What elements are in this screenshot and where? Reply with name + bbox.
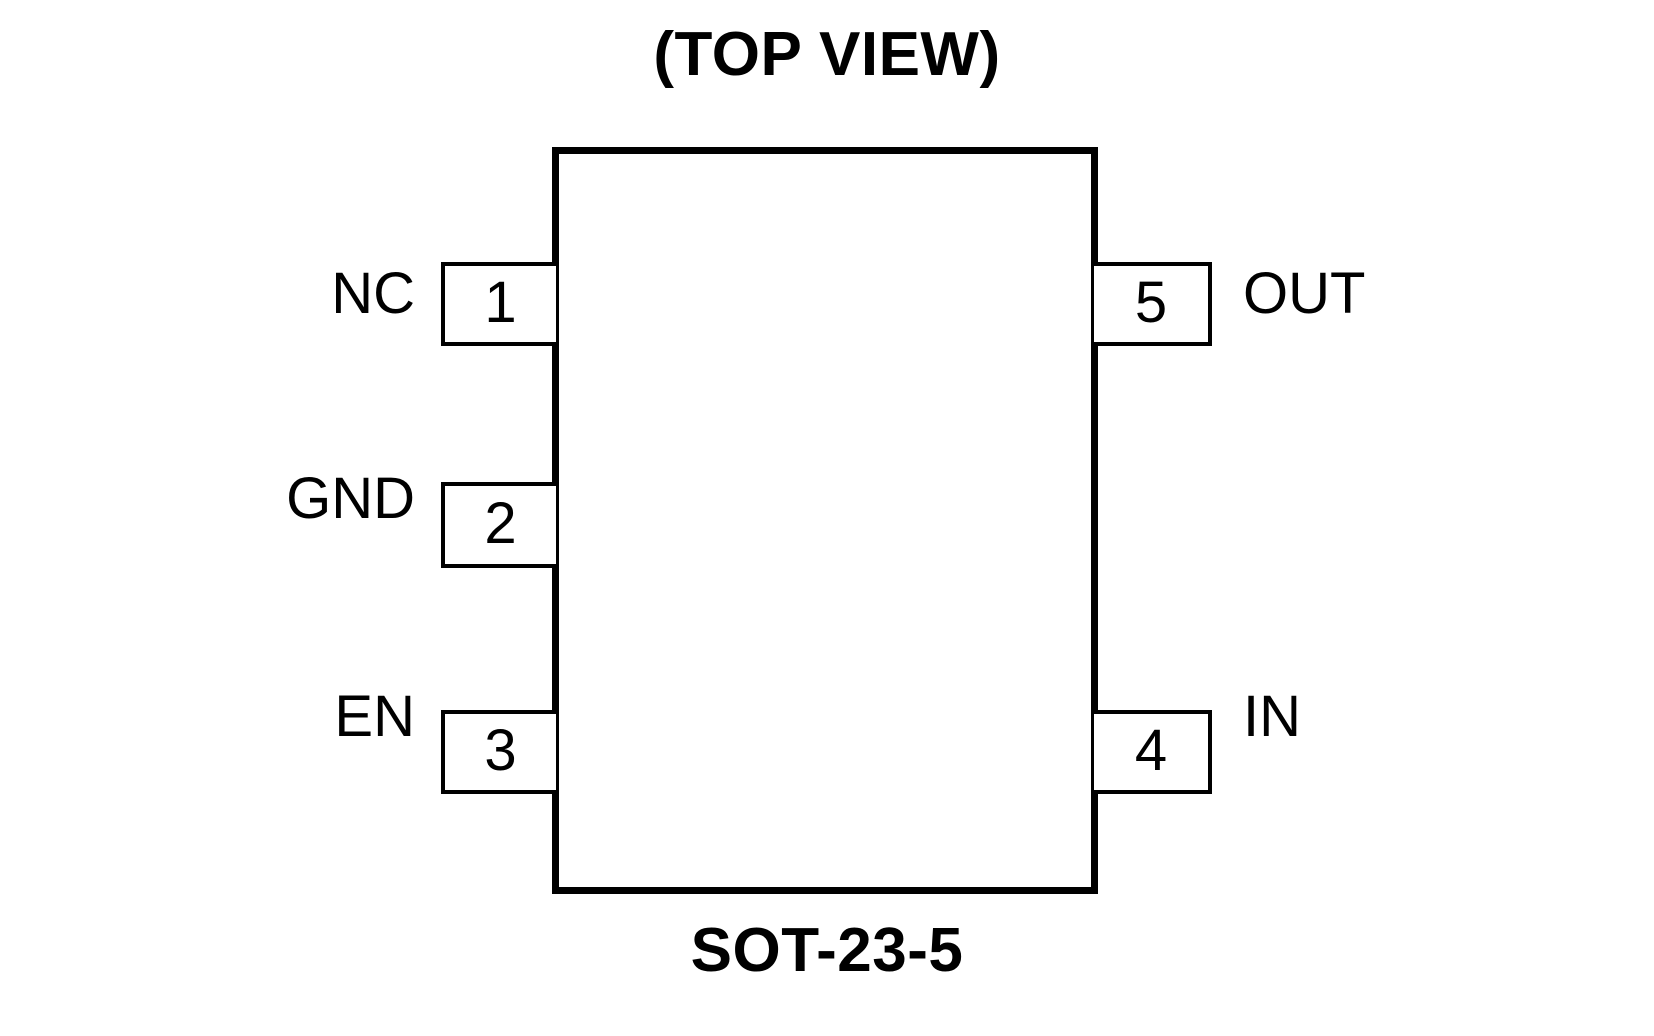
pin-pad-3: 3 [441, 710, 556, 794]
pin-label-nc: NC [331, 261, 415, 326]
pin-pad-1: 1 [441, 262, 556, 346]
pin-pad-4: 4 [1094, 710, 1212, 794]
view-title: (TOP VIEW) [653, 20, 1001, 89]
pin-label-out: OUT [1243, 261, 1366, 326]
pin-label-en: EN [334, 684, 415, 749]
pin-pad-2: 2 [441, 482, 556, 568]
pin-label-in: IN [1243, 684, 1301, 749]
package-body-outline [552, 147, 1098, 894]
pin-number-4: 4 [1134, 718, 1168, 783]
package-title: SOT-23-5 [690, 916, 964, 985]
pin-number-3: 3 [484, 718, 517, 783]
pin-label-gnd: GND [286, 466, 415, 531]
pin-pad-5: 5 [1094, 262, 1212, 346]
pin-number-2: 2 [484, 491, 517, 556]
pin-number-1: 1 [484, 270, 517, 335]
pin-number-5: 5 [1134, 270, 1168, 335]
